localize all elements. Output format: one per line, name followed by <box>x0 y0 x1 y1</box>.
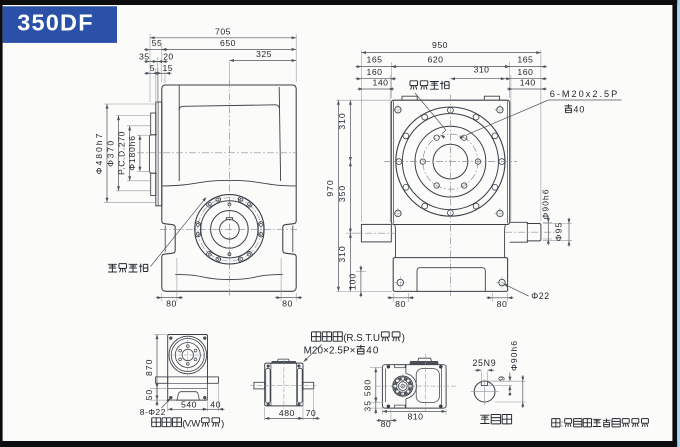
svg-text:970: 970 <box>325 179 335 196</box>
svg-text:5: 5 <box>150 63 155 73</box>
svg-text:Φ90h6: Φ90h6 <box>509 340 519 371</box>
svg-text:870: 870 <box>144 359 154 376</box>
svg-text:50: 50 <box>144 389 154 401</box>
svg-text:80: 80 <box>497 299 508 309</box>
svg-text:310: 310 <box>337 112 347 129</box>
svg-text:35: 35 <box>363 400 373 412</box>
svg-text:140: 140 <box>520 78 536 88</box>
svg-text:480: 480 <box>279 408 295 418</box>
svg-text:350DF: 350DF <box>17 10 94 36</box>
svg-text:15: 15 <box>162 63 173 73</box>
svg-text:950: 950 <box>432 40 448 50</box>
svg-text:100: 100 <box>347 273 357 290</box>
svg-text:580: 580 <box>363 379 373 396</box>
svg-text:80: 80 <box>381 419 392 429</box>
svg-text:Φ22: Φ22 <box>531 291 550 301</box>
svg-text:35: 35 <box>139 52 150 62</box>
svg-text:40: 40 <box>366 346 379 357</box>
svg-text:70: 70 <box>306 408 317 418</box>
svg-text:(V.W: (V.W <box>182 418 201 429</box>
svg-text:): ) <box>402 333 405 344</box>
svg-text:80: 80 <box>282 299 293 309</box>
svg-text:M20×2.5P×: M20×2.5P× <box>304 346 356 357</box>
svg-text:80: 80 <box>166 299 177 309</box>
svg-text:Φ370: Φ370 <box>106 139 116 167</box>
svg-text::: : <box>561 419 563 429</box>
svg-text:140: 140 <box>373 78 389 88</box>
svg-text:350: 350 <box>337 185 347 202</box>
svg-text:P.C.D.270: P.C.D.270 <box>117 131 127 175</box>
svg-text:325: 325 <box>256 49 272 59</box>
svg-text:6-M20x2.5P: 6-M20x2.5P <box>550 89 620 99</box>
svg-text:Φ480h7: Φ480h7 <box>94 132 104 175</box>
svg-text:55: 55 <box>152 38 163 48</box>
svg-text:9: 9 <box>496 376 506 381</box>
svg-text:20: 20 <box>163 52 174 62</box>
svg-text:165: 165 <box>517 55 533 65</box>
svg-text:160: 160 <box>517 67 533 77</box>
svg-text:(R.S.T.U: (R.S.T.U <box>343 333 380 344</box>
svg-text:705: 705 <box>215 27 231 37</box>
svg-text:8-Φ22: 8-Φ22 <box>140 407 166 417</box>
svg-text:Φ90h6: Φ90h6 <box>541 189 551 220</box>
svg-text:80: 80 <box>395 299 406 309</box>
svg-text:40: 40 <box>210 399 221 409</box>
svg-text:620: 620 <box>428 55 444 65</box>
svg-text:650: 650 <box>220 38 236 48</box>
svg-text:25N9: 25N9 <box>472 358 496 368</box>
svg-text:40: 40 <box>573 104 584 114</box>
svg-text:Φ95: Φ95 <box>554 222 564 241</box>
svg-text:310: 310 <box>474 64 490 74</box>
svg-text:540: 540 <box>181 399 197 409</box>
svg-text:): ) <box>221 418 224 429</box>
svg-text:310: 310 <box>337 245 347 262</box>
svg-text:160: 160 <box>367 67 383 77</box>
svg-text:810: 810 <box>408 411 424 421</box>
svg-text:165: 165 <box>367 55 383 65</box>
svg-text:Φ180h6: Φ180h6 <box>127 135 137 171</box>
